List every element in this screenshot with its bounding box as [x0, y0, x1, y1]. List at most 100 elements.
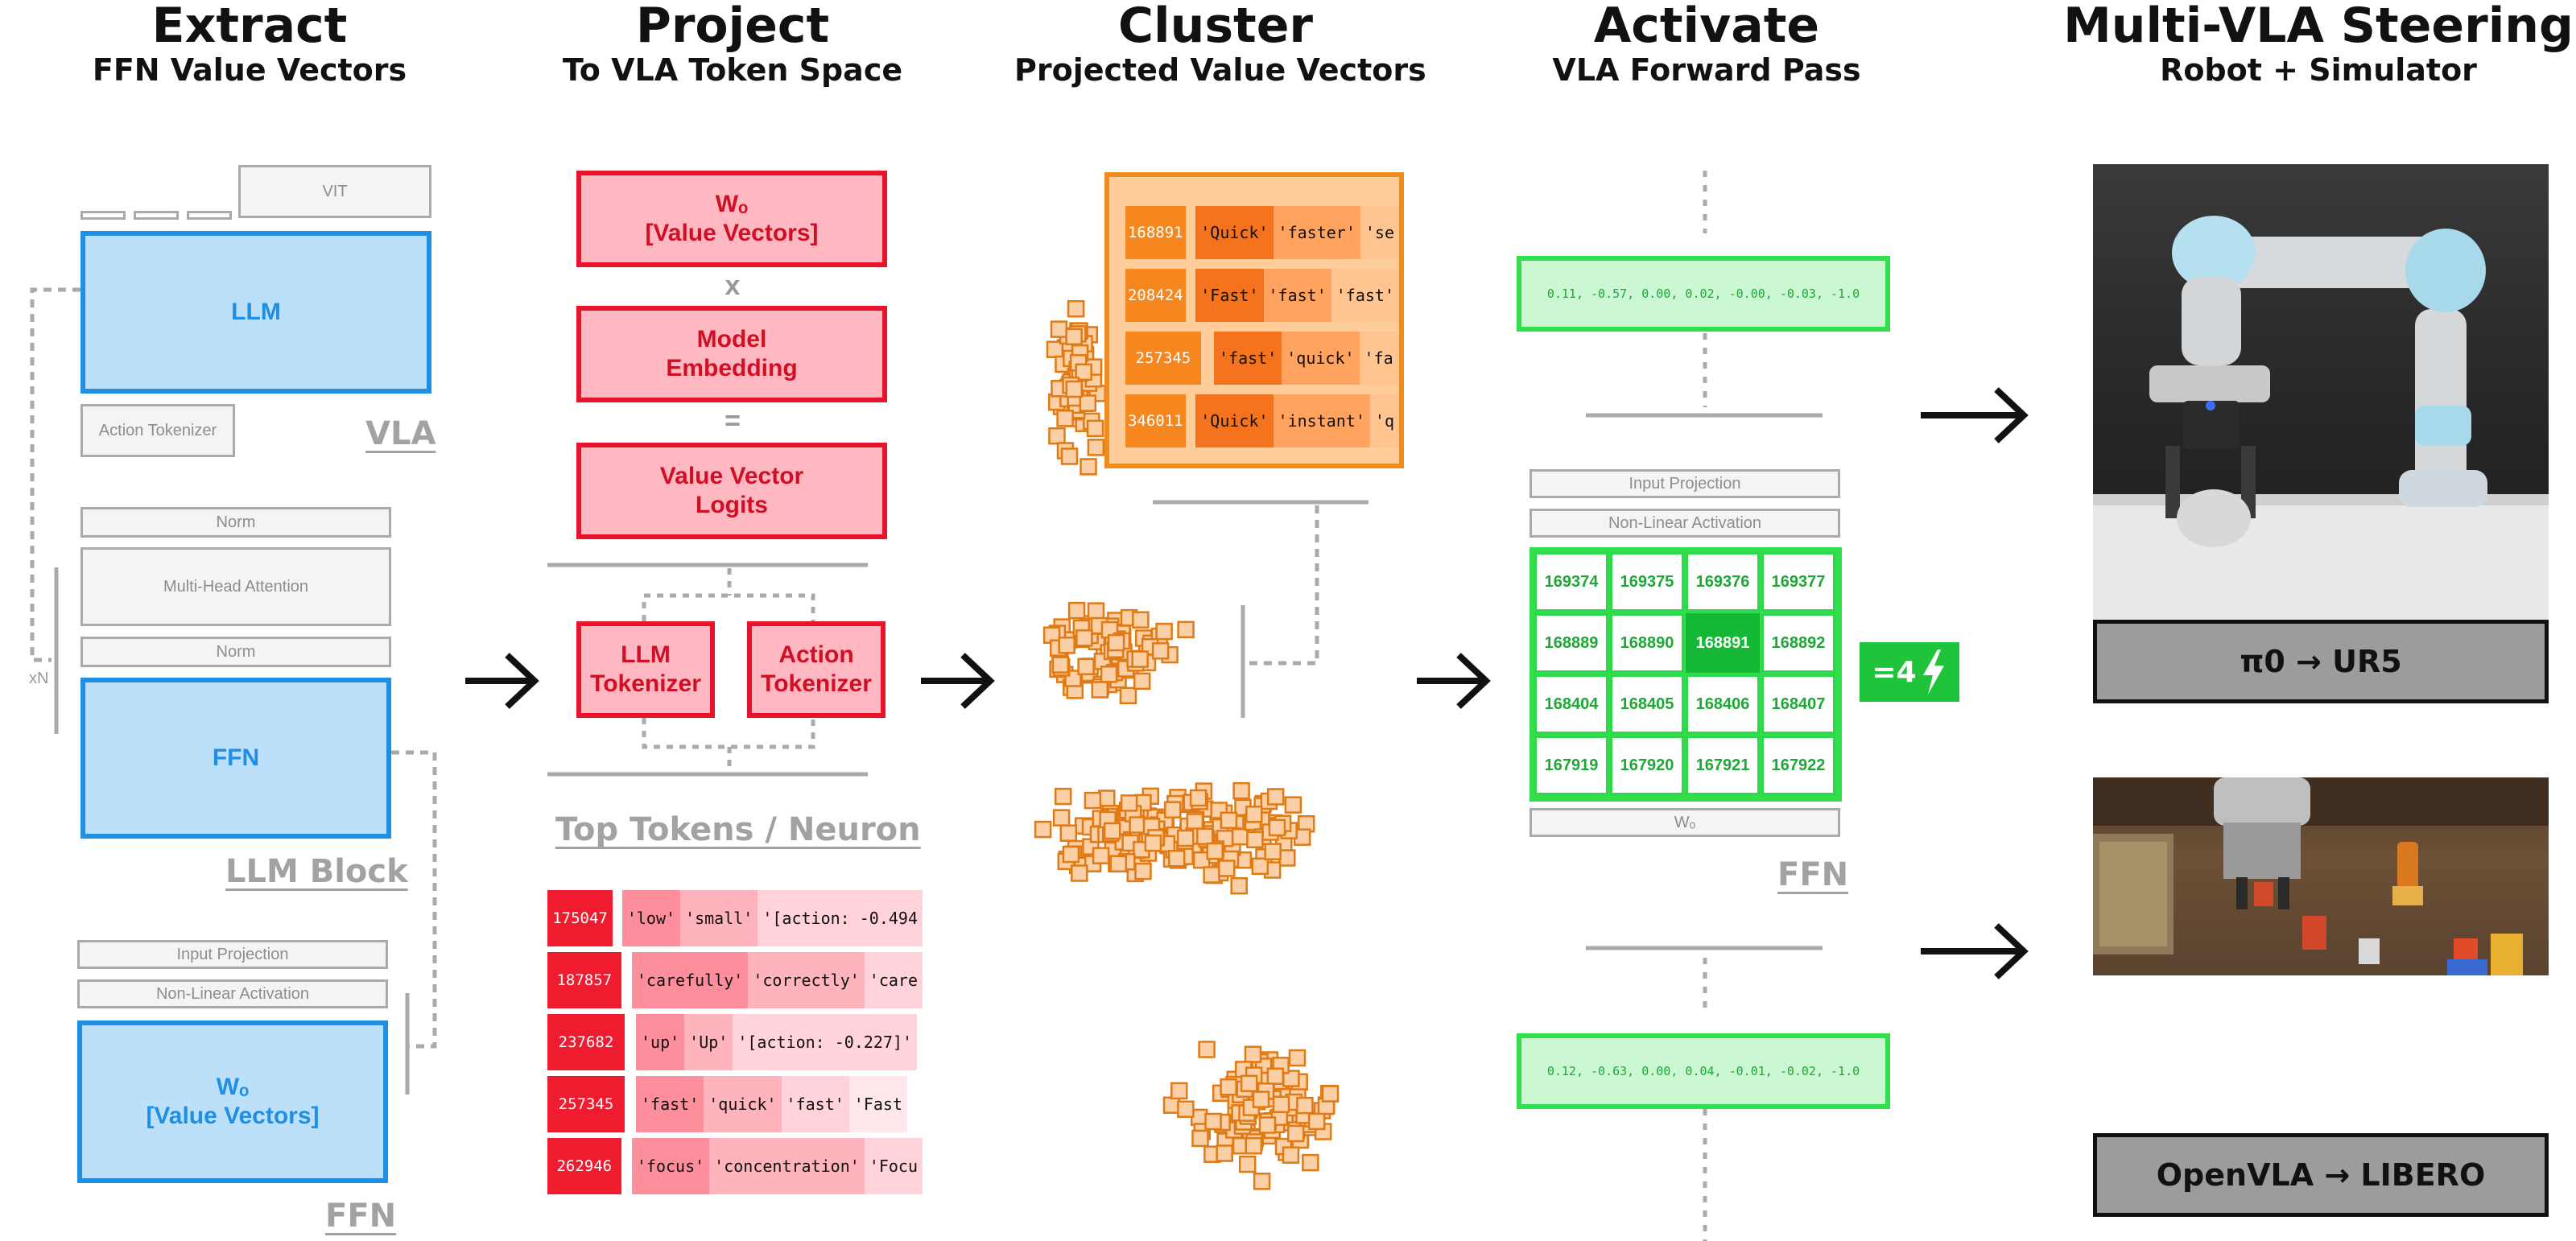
stage-subtitle: Projected Value Vectors [1014, 52, 1426, 88]
value-vectors-text: [Value Vectors] [146, 1103, 320, 1129]
neuron-id-cell: 257345 [1125, 332, 1201, 385]
cluster-point [1071, 864, 1088, 882]
top-tokens-title: Top Tokens / Neuron [555, 811, 921, 848]
wo-symbol: Wₒ [216, 1074, 250, 1100]
neuron-cell: 168406 [1686, 674, 1760, 734]
cluster-point [1240, 1074, 1258, 1093]
token-cell: 'care [864, 952, 923, 1008]
neuron-cell: 168892 [1761, 613, 1835, 673]
cluster-point [1054, 787, 1072, 806]
arrow-right-icon [465, 653, 539, 709]
token-cell: '[action: -0.494 [758, 890, 923, 946]
cluster-point [1230, 876, 1248, 895]
cluster-point [1134, 862, 1152, 880]
neuron-cell: 169375 [1610, 552, 1684, 612]
value-vectors-text: [Value Vectors] [645, 220, 819, 246]
cluster-point [1266, 788, 1285, 806]
activation-vector-after: 0.12, -0.63, 0.00, 0.04, -0.01, -0.02, -… [1517, 1033, 1890, 1109]
cluster-point [1080, 458, 1097, 476]
neuron-cell: 167919 [1534, 736, 1608, 795]
logits-text-1: Value Vector [659, 463, 804, 489]
cluster-point [1238, 1155, 1257, 1173]
stage-subtitle: Robot + Simulator [2160, 52, 2477, 88]
token-cell: 'Up' [684, 1014, 733, 1070]
cluster-point [1133, 672, 1151, 691]
cluster-point [1204, 1112, 1222, 1131]
libero-sim-photo [2093, 777, 2549, 975]
llm-tokenizer-text-1: LLM [621, 641, 671, 668]
stage-title: Multi-VLA Steering [2063, 0, 2574, 54]
cluster-point [1272, 1095, 1290, 1114]
vit-token-slot [80, 211, 126, 220]
cluster-point [1321, 1085, 1340, 1103]
cluster-point [1296, 1096, 1314, 1115]
ffn-box: FFN [80, 678, 391, 839]
wo-box: Wₒ [1530, 808, 1840, 837]
cluster-point [1144, 834, 1162, 852]
cluster-point [1192, 851, 1211, 869]
cluster-point [1206, 842, 1224, 860]
neuron-id-cell: 187857 [547, 952, 621, 1008]
ffn-label-activate: FFN [1777, 856, 1849, 893]
nonlinear-activation-box: Non-Linear Activation [77, 979, 388, 1008]
cluster-point [1245, 1136, 1263, 1155]
stage-heading-project: Project To VLA Token Space [547, 0, 918, 89]
pi0-ur5-caption: π0 → UR5 [2093, 620, 2549, 703]
cluster-point [1198, 1041, 1216, 1058]
stage-heading-cluster: Cluster Projected Value Vectors [1014, 0, 1426, 89]
cluster-point [1232, 781, 1250, 800]
simulator-scene-illustration [2093, 777, 2549, 975]
token-cell: 'low' [621, 890, 681, 946]
neuron-id-cell: 208424 [1125, 269, 1186, 322]
token-cell: 'quick' [704, 1076, 782, 1132]
cluster-point [1131, 650, 1149, 668]
cluster-point [1258, 1116, 1277, 1134]
cluster-point [1034, 820, 1052, 839]
token-cell: 'Fast' [1195, 269, 1264, 322]
token-cell: 'correctly' [748, 952, 865, 1008]
lightning-icon [1922, 649, 1944, 695]
cluster-point [1060, 447, 1079, 465]
cluster-point [1092, 847, 1110, 864]
activation-vector-before: 0.11, -0.57, 0.00, 0.02, -0.00, -0.03, -… [1517, 256, 1890, 332]
cluster-row: 208424'Fast''fast''fast' [1125, 269, 1399, 322]
cluster-point [1167, 849, 1186, 868]
cluster-point [1091, 681, 1109, 699]
ur5-robot-photo [2093, 164, 2549, 620]
neuron-id-cell: 168891 [1125, 206, 1186, 259]
cluster-point [1132, 611, 1150, 629]
cluster-row: 346011'Quick''instant''q [1125, 394, 1399, 447]
neuron-cell: 169376 [1686, 552, 1760, 612]
wo-symbol: Wₒ [715, 191, 749, 217]
token-cell: 'carefully' [631, 952, 749, 1008]
cluster-point [1065, 380, 1084, 398]
cluster-point [1264, 843, 1282, 860]
cluster-point [1244, 1045, 1262, 1063]
cluster-point [1067, 601, 1086, 620]
token-cell: 'Fast [848, 1076, 908, 1132]
xn-label: xN [29, 670, 49, 687]
stage-heading-steering: Multi-VLA Steering Robot + Simulator [2061, 0, 2576, 89]
embedding-text-1: Model [696, 326, 767, 353]
neuron-cell: 168407 [1761, 674, 1835, 734]
token-cell: 'up' [636, 1014, 685, 1070]
equals-symbol: = [724, 406, 741, 436]
llm-block-label: LLM Block [225, 853, 408, 890]
llm-box: LLM [80, 231, 431, 394]
cluster-point [1216, 1144, 1233, 1162]
cluster-point [1164, 801, 1182, 818]
cluster-point [1170, 1082, 1188, 1100]
neuron-cell: 167920 [1610, 736, 1684, 795]
cluster-point [1284, 796, 1302, 814]
action-tokenizer-box: Action Tokenizer [747, 621, 886, 718]
neuron-cell: 167921 [1686, 736, 1760, 795]
input-projection-box: Input Projection [1530, 469, 1840, 498]
action-tokenizer-text-2: Tokenizer [761, 670, 872, 697]
set-value-text: =4 [1872, 655, 1917, 689]
cluster-point [1062, 845, 1080, 864]
token-cell: 'fast' [781, 1076, 849, 1132]
token-cell: 'Quick' [1195, 206, 1274, 259]
